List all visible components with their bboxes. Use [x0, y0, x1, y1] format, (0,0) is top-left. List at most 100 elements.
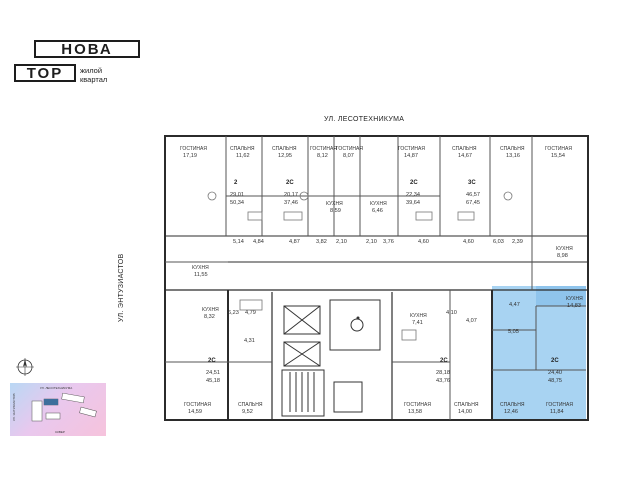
logo-line2-text: ТОР: [26, 64, 64, 82]
wheelchair-icon: [350, 316, 364, 332]
area-label: 3,76: [383, 239, 394, 245]
room-area: 13,16: [506, 153, 520, 159]
unit-type: 3С: [468, 180, 476, 186]
area-label: 4,60: [463, 239, 474, 245]
minimap-street-left: УЛ. ЭНТУЗИАСТОВ: [12, 394, 16, 421]
room-label: СПАЛЬНЯ: [454, 402, 479, 408]
kitchen-label: КУХНЯ: [192, 265, 209, 271]
area-label: 4,84: [253, 239, 264, 245]
unit-type: 2С: [551, 358, 559, 364]
unit-type: 2: [234, 180, 238, 186]
area-label: 4,79: [245, 310, 256, 316]
room-area: 13,58: [408, 409, 422, 415]
kitchen-area: 8,98: [557, 253, 568, 259]
unit-type: 2С: [286, 180, 294, 186]
room-label: ГОСТИНАЯ: [180, 146, 207, 152]
unit-area: 48,75: [548, 378, 562, 384]
area-label: 6,23: [228, 310, 239, 316]
room-label: СПАЛЬНЯ: [500, 146, 525, 152]
unit-area: 67,45: [466, 200, 480, 206]
unit-markers: 2 29,01 50,34 2С 20,17 37,46 2С 22,34 39…: [206, 180, 562, 384]
kitchen-label: КУХНЯ: [370, 201, 387, 207]
logo-line1-text: НОВА: [61, 40, 113, 58]
area-label: 4,87: [289, 239, 300, 245]
room-area: 15,54: [551, 153, 565, 159]
building-core: [281, 299, 381, 417]
room-label: ГОСТИНАЯ: [310, 146, 337, 152]
room-label: СПАЛЬНЯ: [230, 146, 255, 152]
unit-type: 2С: [440, 358, 448, 364]
room-area: 14,67: [458, 153, 472, 159]
minimap-bottom: СКВЕР: [55, 430, 65, 434]
kitchen-label: КУХНЯ: [202, 307, 219, 313]
kitchen-area: 8,59: [330, 208, 341, 214]
bathroom-fixtures: [207, 191, 513, 341]
logo-line1: НОВА: [34, 40, 140, 58]
kitchen-area: 6,46: [372, 208, 383, 214]
unit-area: 20,17: [284, 192, 298, 198]
unit-area: 22,34: [406, 192, 420, 198]
unit-area: 39,64: [406, 200, 420, 206]
street-top: УЛ. ЛЕСОТЕХНИКУМА: [324, 116, 405, 123]
room-area: 9,52: [242, 409, 253, 415]
area-label: 2,10: [366, 239, 377, 245]
kitchen-area: 11,55: [194, 272, 208, 278]
area-label: 4,47: [509, 302, 520, 308]
room-area: 12,46: [504, 409, 518, 415]
unit-area: 45,18: [206, 378, 220, 384]
unit-area: 43,76: [436, 378, 450, 384]
unit-area: 50,34: [230, 200, 244, 206]
kitchen-label: КУХНЯ: [326, 201, 343, 207]
unit-area: 24,40: [548, 370, 562, 376]
room-label: ГОСТИНАЯ: [336, 146, 363, 152]
logo-line2: ТОР: [14, 64, 76, 82]
room-labels: ГОСТИНАЯ 17,19 СПАЛЬНЯ 11,62 СПАЛЬНЯ 12,…: [180, 146, 583, 415]
minimap-street-top: УЛ. ЛЕСОТЕХНИКУМА: [40, 386, 72, 390]
highlighted-apartment[interactable]: [492, 286, 586, 420]
unit-area: 24,51: [206, 370, 220, 376]
minimap-drawing: УЛ. ЛЕСОТЕХНИКУМА СКВЕР УЛ. ЭНТУЗИАСТОВ: [12, 386, 97, 434]
area-label: 2,39: [512, 239, 523, 245]
room-label: ГОСТИНАЯ: [404, 402, 431, 408]
minimap-buildings: [31, 392, 97, 422]
room-area: 11,84: [550, 409, 564, 415]
area-label: 4,07: [466, 318, 477, 324]
kitchen-area: 8,32: [204, 314, 215, 320]
small-room-areas: 5,14 4,84 4,87 3,82 2,10 2,10 3,76 4,60 …: [228, 239, 523, 344]
area-label: 5,14: [233, 239, 244, 245]
highlight-balcony: [536, 286, 586, 306]
unit-area: 46,57: [466, 192, 480, 198]
room-label: ГОСТИНАЯ: [398, 146, 425, 152]
logo-sub2: квартал: [80, 75, 108, 84]
kitchen-label: КУХНЯ: [410, 313, 427, 319]
room-label: ГОСТИНАЯ: [545, 146, 572, 152]
room-label: СПАЛЬНЯ: [272, 146, 297, 152]
unit-area: 29,01: [230, 192, 244, 198]
unit-area: 37,46: [284, 200, 298, 206]
unit-type: 2С: [410, 180, 418, 186]
room-area: 17,19: [183, 153, 197, 159]
room-label: СПАЛЬНЯ: [238, 402, 263, 408]
area-label: 4,60: [418, 239, 429, 245]
unit-type: 2С: [208, 358, 216, 364]
unit-area: 28,18: [436, 370, 450, 376]
area-label: 2,10: [336, 239, 347, 245]
room-label: ГОСТИНАЯ: [546, 402, 573, 408]
top-partitions: [165, 136, 533, 290]
kitchen-label: КУХНЯ: [556, 246, 573, 252]
area-label: 3,82: [316, 239, 327, 245]
logo-sub1: жилой: [80, 66, 103, 75]
room-area: 14,87: [404, 153, 418, 159]
room-area: 12,95: [278, 153, 292, 159]
outer-walls: [164, 135, 589, 421]
area-label: 4,10: [446, 310, 457, 316]
area-label: 4,31: [244, 338, 255, 344]
kitchen-label: КУХНЯ: [566, 296, 583, 302]
site-minimap: УЛ. ЛЕСОТЕХНИКУМА СКВЕР УЛ. ЭНТУЗИАСТОВ: [10, 383, 106, 436]
room-area: 11,62: [236, 153, 250, 159]
room-area: 8,12: [317, 153, 328, 159]
room-label: СПАЛЬНЯ: [500, 402, 525, 408]
kitchen-area: 14,83: [567, 303, 581, 309]
